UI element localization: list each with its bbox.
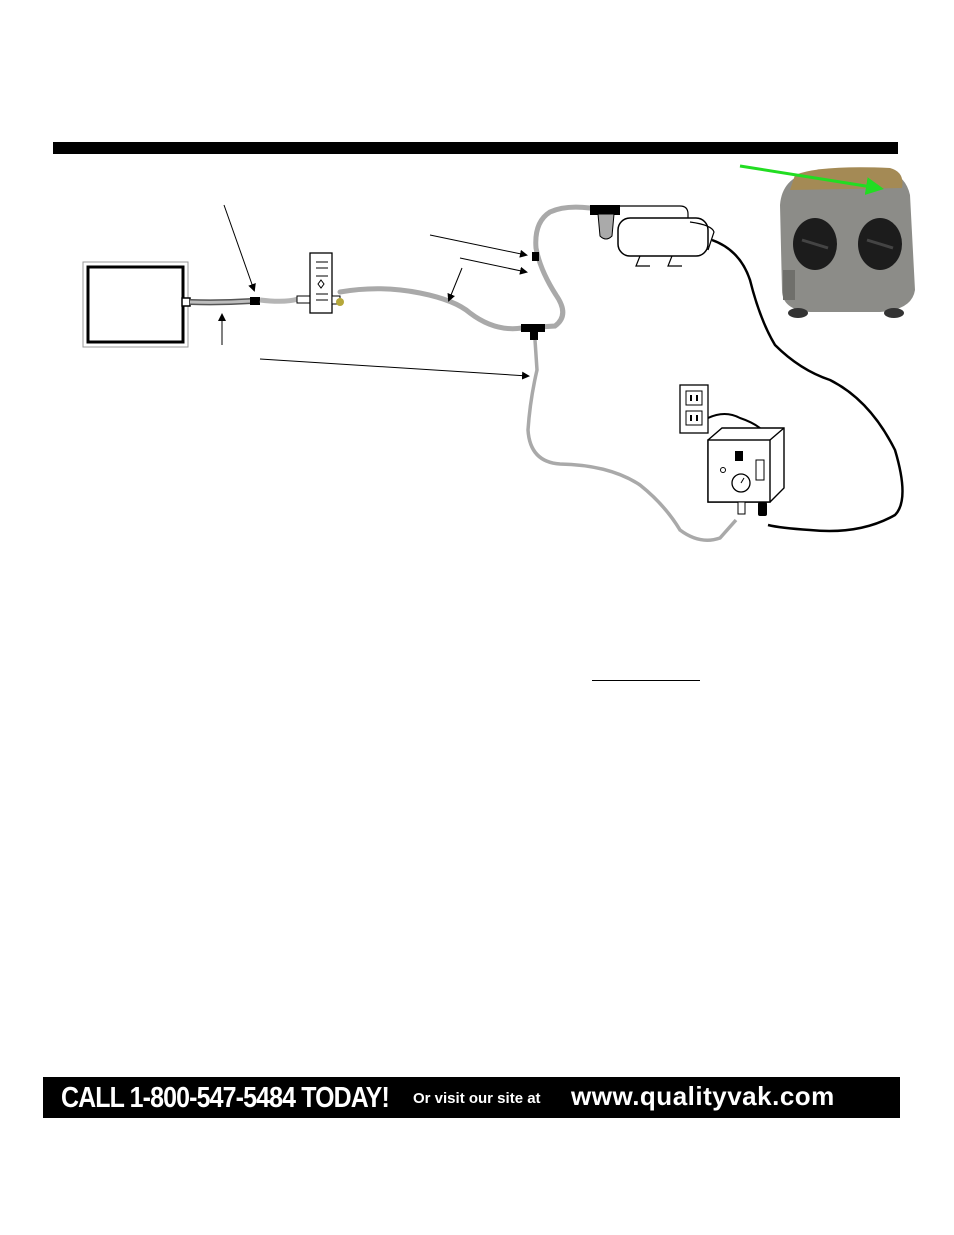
top-rule bbox=[53, 142, 898, 154]
footer-banner: CALL 1-800-547-5484 TODAY! Or visit our … bbox=[43, 1077, 900, 1118]
footer-site-link[interactable]: www.qualityvak.com bbox=[571, 1081, 835, 1111]
footer-call-text: CALL 1-800-547-5484 TODAY! bbox=[61, 1082, 390, 1114]
panel-hose bbox=[189, 297, 260, 306]
underline-mark bbox=[592, 680, 700, 681]
control-box-icon bbox=[707, 427, 785, 516]
vacuum-pump-icon bbox=[590, 205, 715, 267]
footer-visit-text: Or visit our site at bbox=[413, 1090, 541, 1107]
vacuum-gauge-icon bbox=[259, 252, 344, 314]
pump-photo-icon bbox=[778, 163, 918, 323]
pump-power-cord bbox=[711, 238, 904, 533]
wall-outlet-icon bbox=[679, 384, 709, 434]
main-vacuum-tubing bbox=[337, 204, 738, 542]
control-plug-cord bbox=[707, 413, 761, 429]
callout-arrows bbox=[218, 164, 884, 380]
vacuum-system-diagram bbox=[82, 163, 918, 542]
vacuum-panel-icon bbox=[82, 261, 191, 348]
